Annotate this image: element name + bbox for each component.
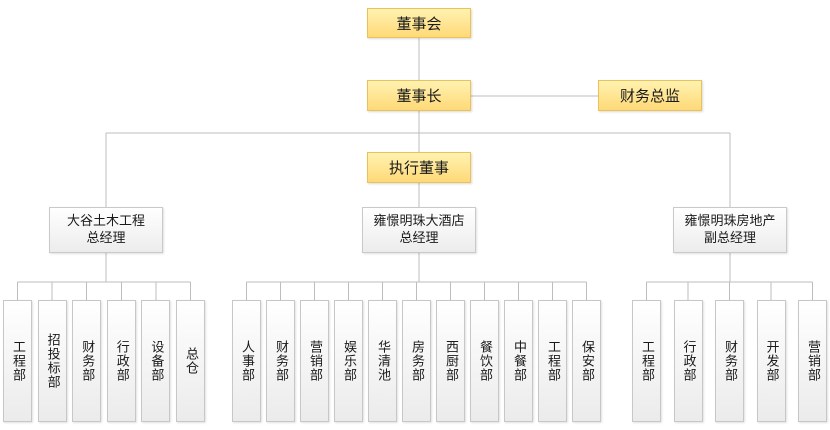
- department-node[interactable]: 财务部: [266, 300, 295, 422]
- department-label: 营销部: [805, 340, 820, 382]
- department-label: 华清池: [375, 340, 390, 382]
- exec-director-node[interactable]: 执行董事: [367, 152, 471, 183]
- department-node[interactable]: 人事部: [232, 300, 261, 422]
- department-node[interactable]: 餐饮部: [470, 300, 499, 422]
- board-label: 董事会: [396, 14, 442, 33]
- department-node[interactable]: 营销部: [798, 300, 827, 422]
- department-node[interactable]: 中餐部: [504, 300, 533, 422]
- department-label: 工程部: [10, 340, 25, 382]
- department-label: 西厨部: [443, 340, 458, 382]
- department-node[interactable]: 保安部: [572, 300, 601, 422]
- department-label: 中餐部: [511, 340, 526, 382]
- department-label: 开发部: [763, 340, 779, 382]
- chairman-node[interactable]: 董事长: [367, 80, 471, 111]
- department-label: 财务部: [79, 340, 95, 382]
- board-node[interactable]: 董事会: [367, 8, 471, 38]
- exec-director-label: 执行董事: [388, 159, 449, 177]
- department-node[interactable]: 行政部: [106, 300, 136, 422]
- manager-node-hotel[interactable]: 雍憬明珠大酒店 总经理: [362, 207, 476, 253]
- department-label: 总仓: [183, 347, 198, 375]
- manager-role: 副总经理: [703, 231, 756, 246]
- manager-title: 雍憬明珠房地产: [684, 214, 776, 229]
- department-label: 保安部: [579, 340, 594, 382]
- manager-node-civil[interactable]: 大谷土木工程 总经理: [49, 207, 163, 253]
- department-node[interactable]: 华清池: [368, 300, 397, 422]
- manager-node-realestate[interactable]: 雍憬明珠房地产 副总经理: [673, 207, 787, 253]
- department-label: 工程部: [545, 340, 560, 382]
- department-label: 行政部: [113, 340, 129, 382]
- department-label: 行政部: [680, 340, 696, 382]
- department-label: 财务部: [273, 340, 288, 382]
- manager-role: 总经理: [86, 231, 126, 246]
- department-label: 营销部: [307, 340, 322, 382]
- department-label: 财务部: [722, 340, 737, 382]
- cfo-node[interactable]: 财务总监: [598, 80, 702, 111]
- department-label: 娱乐部: [341, 340, 356, 382]
- department-node[interactable]: 财务部: [715, 300, 744, 422]
- department-node[interactable]: 招投标部: [37, 300, 67, 422]
- department-node[interactable]: 工程部: [538, 300, 567, 422]
- department-node[interactable]: 总仓: [176, 300, 205, 422]
- cfo-label: 财务总监: [619, 87, 680, 105]
- department-node[interactable]: 开发部: [756, 300, 786, 422]
- department-node[interactable]: 房务部: [402, 300, 431, 422]
- department-label: 餐饮部: [477, 340, 492, 382]
- department-node[interactable]: 西厨部: [436, 300, 465, 422]
- manager-title: 雍憬明珠大酒店: [373, 214, 465, 229]
- department-node[interactable]: 娱乐部: [334, 300, 363, 422]
- department-label: 设备部: [148, 340, 164, 382]
- department-label: 房务部: [409, 340, 424, 382]
- department-label: 招投标部: [44, 333, 60, 389]
- department-node[interactable]: 行政部: [673, 300, 703, 422]
- department-label: 工程部: [639, 340, 654, 382]
- department-label: 人事部: [239, 340, 254, 382]
- manager-role: 总经理: [399, 231, 439, 246]
- chairman-label: 董事长: [396, 87, 442, 105]
- department-node[interactable]: 财务部: [72, 300, 102, 422]
- department-node[interactable]: 工程部: [632, 300, 661, 422]
- department-node[interactable]: 工程部: [3, 300, 32, 422]
- department-node[interactable]: 设备部: [141, 300, 171, 422]
- manager-title: 大谷土木工程: [66, 214, 145, 229]
- department-node[interactable]: 营销部: [300, 300, 329, 422]
